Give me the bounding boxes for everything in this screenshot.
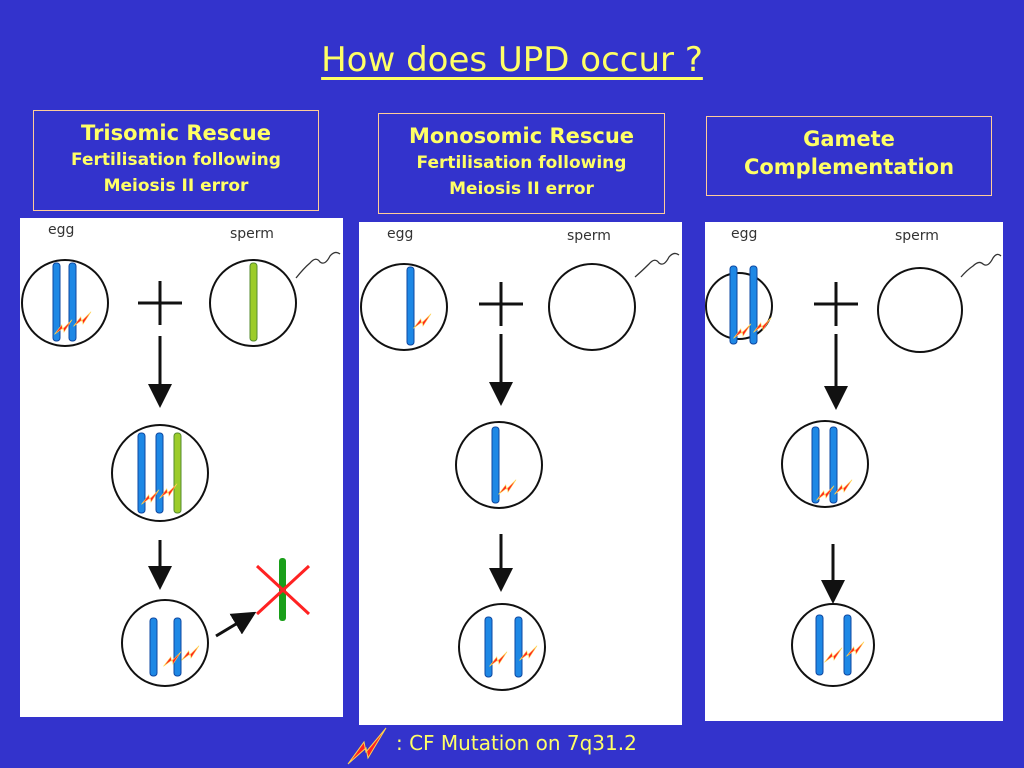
trisomic-rescue-box: Trisomic Rescue Fertilisation following … bbox=[33, 110, 319, 211]
egg-cell bbox=[21, 259, 109, 347]
rescued-zygote bbox=[121, 599, 209, 687]
trisomic-rescue-panel: egg sperm bbox=[20, 218, 343, 717]
mutation-legend-icon bbox=[347, 727, 387, 765]
box-heading: Monosomic Rescue bbox=[408, 124, 635, 148]
box-line: Fertilisation following bbox=[416, 153, 627, 173]
lost-chromosome-cross bbox=[255, 558, 311, 621]
egg-label: egg bbox=[387, 226, 413, 242]
box-line: Complementation bbox=[743, 155, 955, 179]
empty-sperm-cell bbox=[877, 253, 1002, 353]
box-line: Meiosis II error bbox=[449, 179, 594, 199]
rescued-zygote bbox=[458, 603, 546, 691]
trisomic-zygote bbox=[111, 424, 209, 522]
egg-cell bbox=[705, 265, 773, 345]
disomic-zygote bbox=[781, 420, 869, 508]
legend-text: : CF Mutation on 7q31.2 bbox=[396, 731, 637, 755]
monosomic-rescue-panel: egg sperm bbox=[359, 222, 682, 725]
sperm-label: sperm bbox=[567, 228, 611, 244]
monosomic-zygote bbox=[455, 421, 543, 509]
plus-sign bbox=[138, 281, 182, 325]
page-title: How does UPD occur ? bbox=[321, 40, 703, 80]
plus-sign bbox=[479, 282, 523, 326]
box-line: Meiosis II error bbox=[103, 176, 249, 196]
sperm-label: sperm bbox=[895, 228, 939, 244]
egg-cell bbox=[360, 263, 448, 351]
sperm-label: sperm bbox=[230, 226, 274, 242]
final-zygote bbox=[791, 603, 875, 687]
gamete-complementation-box: Gamete Complementation bbox=[706, 116, 992, 196]
monosomic-rescue-box: Monosomic Rescue Fertilisation following… bbox=[378, 113, 665, 214]
loss-arrow bbox=[215, 611, 257, 638]
plus-sign bbox=[814, 282, 858, 326]
box-line: Fertilisation following bbox=[71, 150, 281, 170]
empty-sperm-cell bbox=[548, 252, 680, 351]
box-heading: Trisomic Rescue bbox=[81, 121, 271, 145]
sperm-cell bbox=[209, 251, 341, 347]
box-heading: Gamete bbox=[803, 127, 895, 151]
egg-label: egg bbox=[48, 222, 74, 238]
egg-label: egg bbox=[731, 226, 757, 242]
gamete-complementation-panel: egg sperm bbox=[705, 222, 1003, 721]
